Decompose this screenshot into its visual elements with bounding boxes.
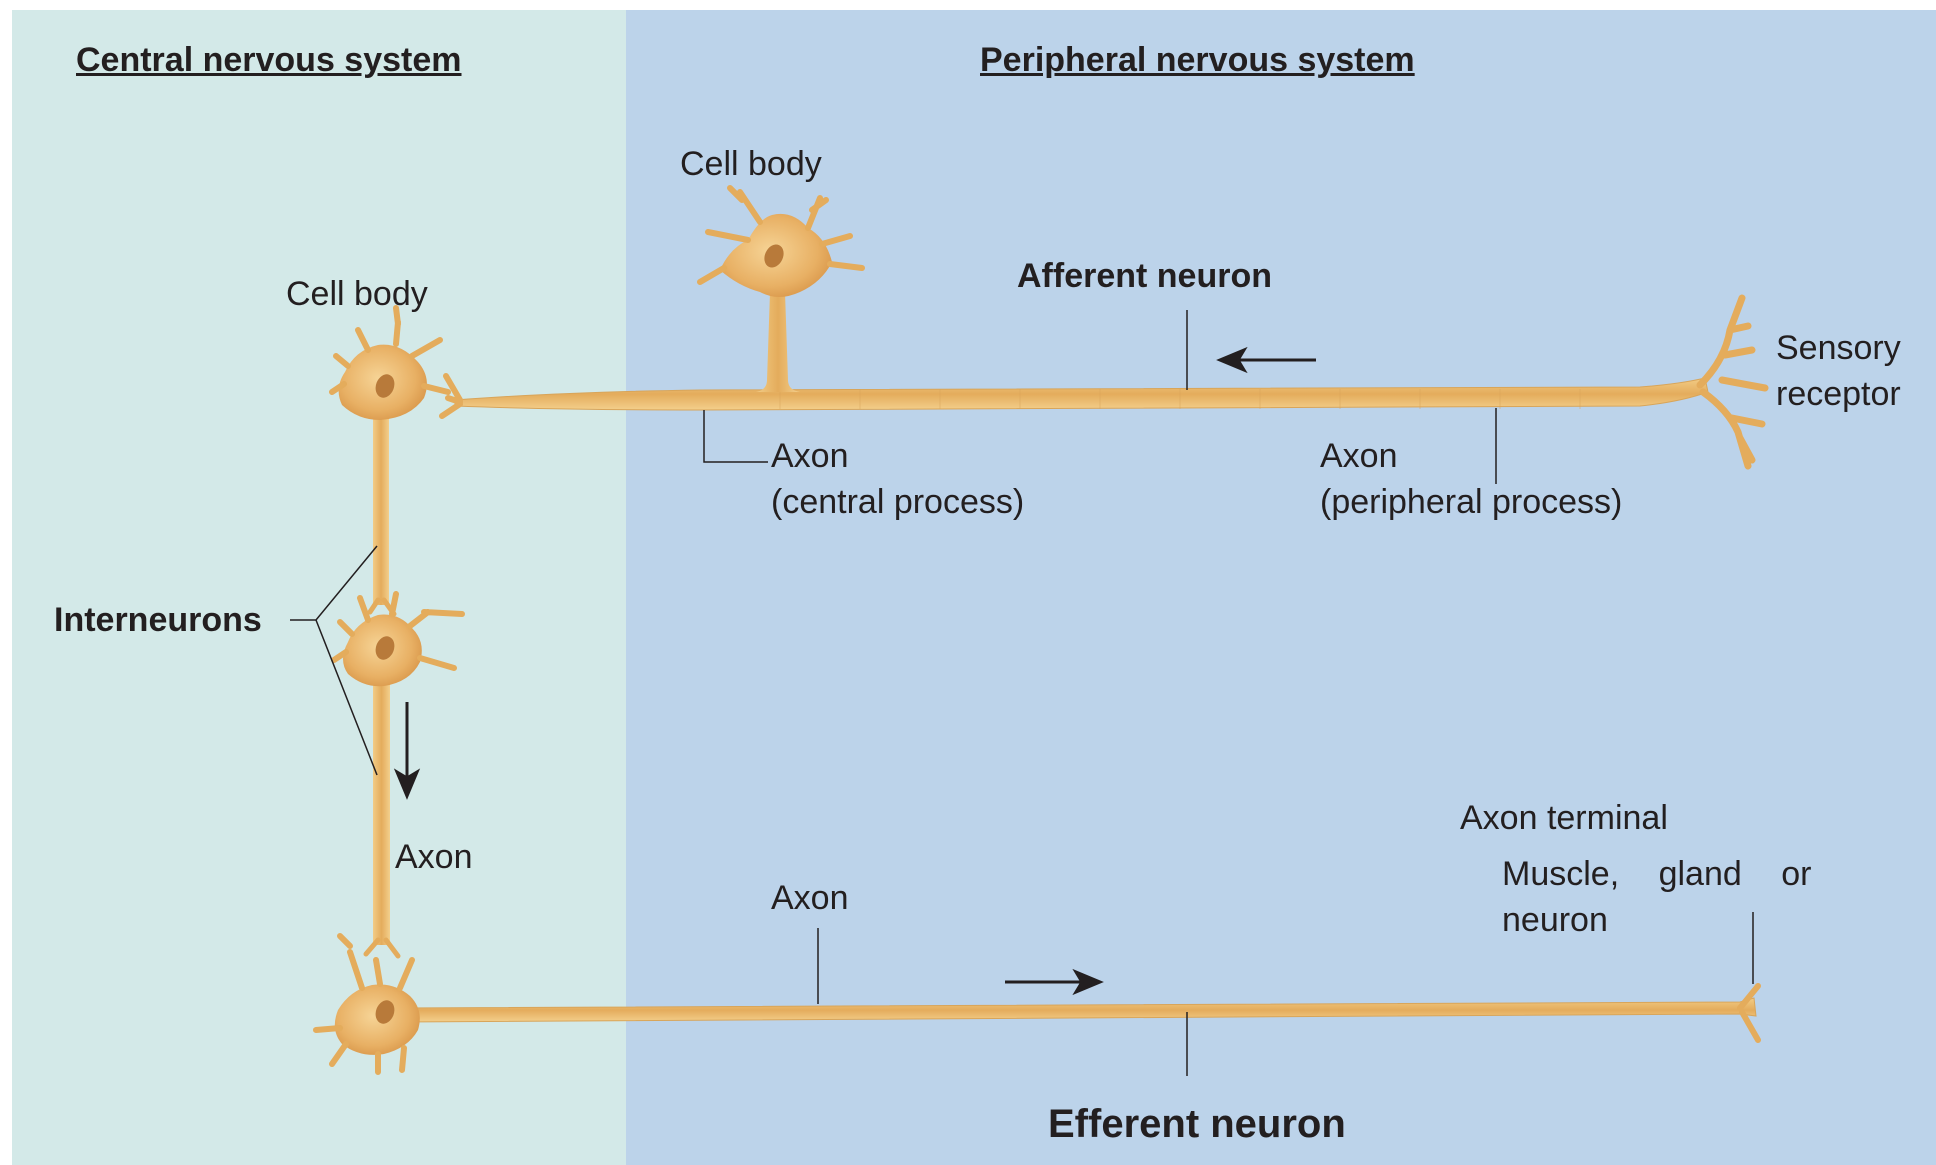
interneuron-1-axon [373,415,389,605]
efferent-neuron-title: Efferent neuron [1048,1102,1346,1147]
pns-region [626,10,1936,1165]
axon-terminal-label: Axon terminal [1460,796,1668,841]
interneuron-2-axon [373,680,390,945]
cns-region [12,10,626,1165]
sensory-receptor-label-1: Sensory [1776,326,1901,371]
central-axon-label-1: Axon [771,434,849,479]
peripheral-axon-label-1: Axon [1320,434,1398,479]
interneuron-axon-label: Axon [395,835,473,880]
efferent-axon-label: Axon [771,876,849,921]
afferent-cell-body-label: Cell body [680,142,822,187]
central-axon-label-2: (central process) [771,480,1024,525]
interneurons-title: Interneurons [54,598,262,643]
sensory-receptor-label-2: receptor [1776,372,1901,417]
pns-header: Peripheral nervous system [980,38,1415,83]
cns-header: Central nervous system [76,38,462,83]
afferent-neuron-title: Afferent neuron [1017,254,1272,299]
interneuron-cell-body-label: Cell body [286,272,428,317]
target-label-2: neuron [1502,898,1608,943]
target-label-1: Muscle, gland or [1502,852,1811,897]
peripheral-axon-label-2: (peripheral process) [1320,480,1622,525]
